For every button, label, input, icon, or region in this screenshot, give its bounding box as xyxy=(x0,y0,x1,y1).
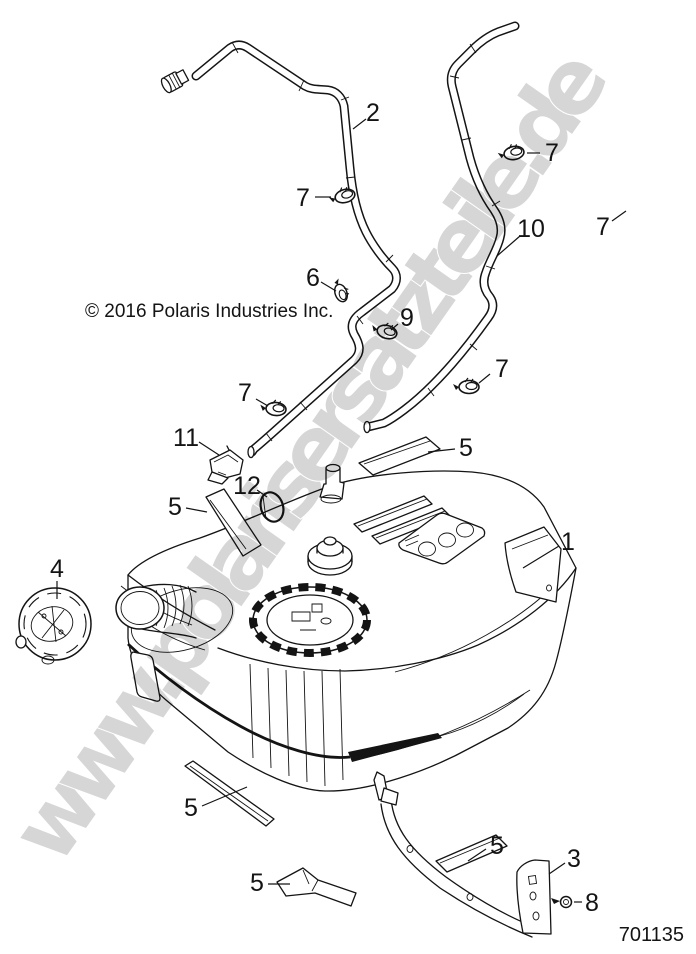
screw-8 xyxy=(551,895,573,909)
fuel-pump-ring xyxy=(249,583,371,657)
pad-5-bottom xyxy=(276,867,357,907)
callout-11: 11 xyxy=(173,424,199,452)
clamp-7-mid-right xyxy=(452,377,480,395)
callout-6: 6 xyxy=(306,264,320,292)
callout-7c: 7 xyxy=(596,213,610,241)
callout-9: 9 xyxy=(400,304,414,332)
callout-10: 10 xyxy=(517,215,545,243)
pad-5-upper-left xyxy=(205,488,262,557)
fuel-line-front xyxy=(160,40,401,459)
callout-8: 8 xyxy=(585,889,599,917)
callout-3: 3 xyxy=(567,845,581,873)
tank-warning-label xyxy=(398,512,486,565)
callout-5d: 5 xyxy=(250,869,264,897)
hose-connector xyxy=(160,69,190,94)
leader-lines xyxy=(56,118,627,903)
callout-1: 1 xyxy=(561,528,575,556)
callout-7e: 7 xyxy=(495,355,509,383)
callout-5e: 5 xyxy=(490,832,504,860)
callout-5a: 5 xyxy=(168,493,182,521)
callout-5b: 5 xyxy=(459,434,473,462)
tank-strap xyxy=(373,771,552,938)
callout-7b: 7 xyxy=(545,139,559,167)
vent-cap xyxy=(307,536,353,576)
callout-4: 4 xyxy=(50,555,64,583)
part-number: 701135 xyxy=(619,924,684,946)
filler-neck xyxy=(115,583,234,653)
vent-line xyxy=(363,21,520,434)
pad-5-lower-left xyxy=(184,760,275,827)
callout-7a: 7 xyxy=(296,184,310,212)
pad-5-strap xyxy=(435,834,508,873)
tank-mount-flap xyxy=(504,526,562,603)
callout-2: 2 xyxy=(366,99,380,127)
pad-5-top xyxy=(358,436,441,476)
callout-5c: 5 xyxy=(184,794,198,822)
callout-7d: 7 xyxy=(238,379,252,407)
elbow-fitting xyxy=(319,463,345,504)
copyright-notice: © 2016 Polaris Industries Inc. xyxy=(85,301,333,322)
gasket-12 xyxy=(259,491,285,523)
callout-12: 12 xyxy=(233,472,261,500)
fuel-cap xyxy=(15,587,92,665)
bracket-11 xyxy=(207,445,244,485)
